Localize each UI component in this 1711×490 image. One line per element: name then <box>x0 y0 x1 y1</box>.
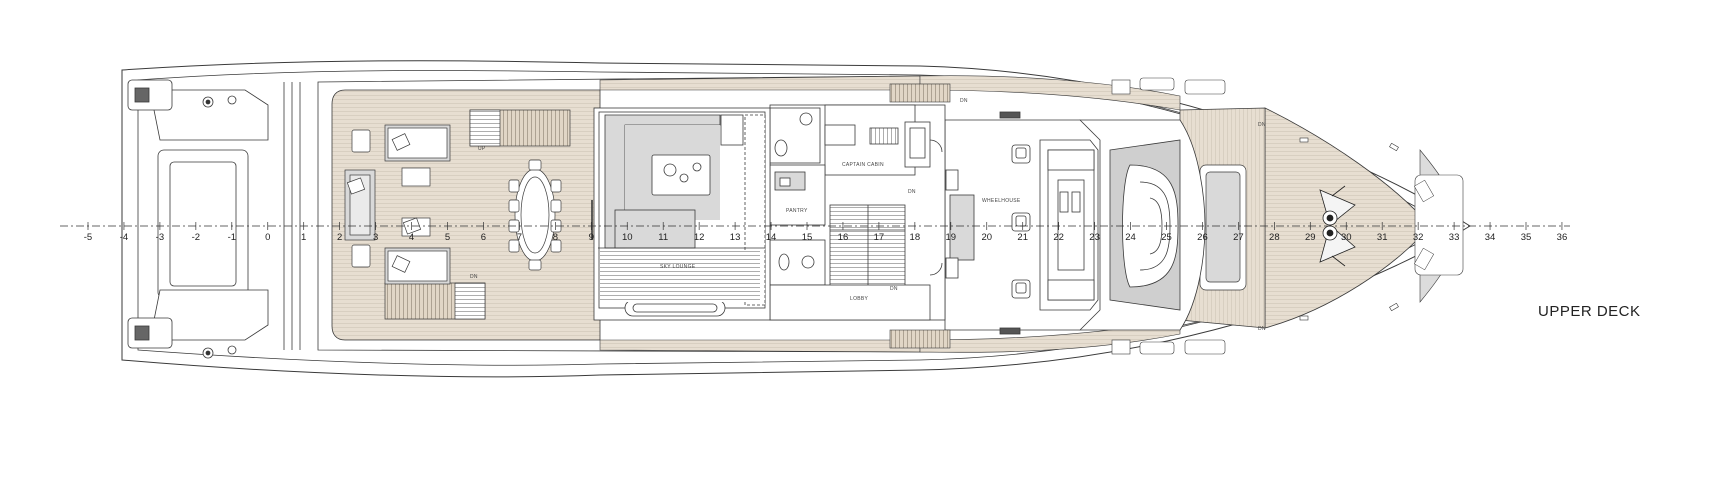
frame-number: 18 <box>910 232 921 243</box>
room-label-captain-cabin: CAPTAIN CABIN <box>842 162 884 168</box>
frame-number: 6 <box>481 232 486 243</box>
stair-label-dn-lobby: DN <box>908 189 916 195</box>
frame-number: 4 <box>409 232 414 243</box>
frame-number: -2 <box>192 232 200 243</box>
frame-number: 7 <box>517 232 522 243</box>
frame-number: 16 <box>838 232 849 243</box>
room-label-lobby: LOBBY <box>850 296 869 302</box>
stair-label-dn-fwd-port: DN <box>1258 326 1266 332</box>
frame-number: 31 <box>1377 232 1388 243</box>
frame-number: 14 <box>766 232 777 243</box>
frame-number: 20 <box>981 232 992 243</box>
sky-lounge <box>593 107 771 321</box>
frame-number: 33 <box>1449 232 1460 243</box>
room-label-sky-lounge: SKY LOUNGE <box>660 264 696 270</box>
frame-number: 0 <box>265 232 270 243</box>
frame-number: 25 <box>1161 232 1172 243</box>
stair-label-dn-side-port: DN <box>960 98 968 104</box>
frame-number: 2 <box>337 232 342 243</box>
frame-number: 12 <box>694 232 705 243</box>
wheelhouse <box>944 111 1101 335</box>
room-label-wheelhouse: WHEELHOUSE <box>982 198 1021 204</box>
frame-number: -5 <box>84 232 92 243</box>
side-hatches <box>889 77 1226 355</box>
frame-number: 11 <box>658 232 668 243</box>
frame-number: 36 <box>1557 232 1568 243</box>
frame-number: 22 <box>1053 232 1064 243</box>
stair-label-dn-fwd-stbd: DN <box>1258 122 1266 128</box>
frame-number: 29 <box>1305 232 1316 243</box>
frame-number: 17 <box>874 232 885 243</box>
frame-number: 35 <box>1521 232 1532 243</box>
frame-number: -1 <box>228 232 236 243</box>
stair-label-up: UP <box>478 146 486 152</box>
frame-number: 32 <box>1413 232 1424 243</box>
deck-title: UPPER DECK <box>1538 303 1641 320</box>
frame-number: 26 <box>1197 232 1208 243</box>
stair-label-dn-aft: DN <box>470 274 478 280</box>
frame-number: 24 <box>1125 232 1136 243</box>
frame-number: 28 <box>1269 232 1280 243</box>
room-labels: SKY LOUNGE LOBBY CAPTAIN CABIN PANTRY WH… <box>470 98 1266 332</box>
stair-label-dn-lobby-2: DN <box>890 286 898 292</box>
frame-number: 5 <box>445 232 450 243</box>
frame-number: 10 <box>622 232 633 243</box>
frame-number: 13 <box>730 232 741 243</box>
side-decks <box>599 75 1181 353</box>
frame-number: 27 <box>1233 232 1244 243</box>
frame-number: -4 <box>120 232 128 243</box>
frame-number: 23 <box>1089 232 1100 243</box>
frame-number: 3 <box>373 232 378 243</box>
frame-number: 34 <box>1485 232 1496 243</box>
lobby-area <box>769 104 946 321</box>
bow-deck <box>1264 107 1464 329</box>
aft-platform <box>127 79 301 359</box>
frame-number: -3 <box>156 232 164 243</box>
aft-deck-furniture <box>344 109 593 320</box>
frame-number: 19 <box>946 232 957 243</box>
frame-number: 9 <box>589 232 594 243</box>
frame-number: 8 <box>553 232 558 243</box>
frame-number: 21 <box>1017 232 1028 243</box>
frame-number: 30 <box>1341 232 1352 243</box>
forward-superstructure <box>1079 119 1206 331</box>
frame-number: 1 <box>301 232 306 243</box>
frame-number: 15 <box>802 232 813 243</box>
room-label-pantry: PANTRY <box>786 208 808 214</box>
